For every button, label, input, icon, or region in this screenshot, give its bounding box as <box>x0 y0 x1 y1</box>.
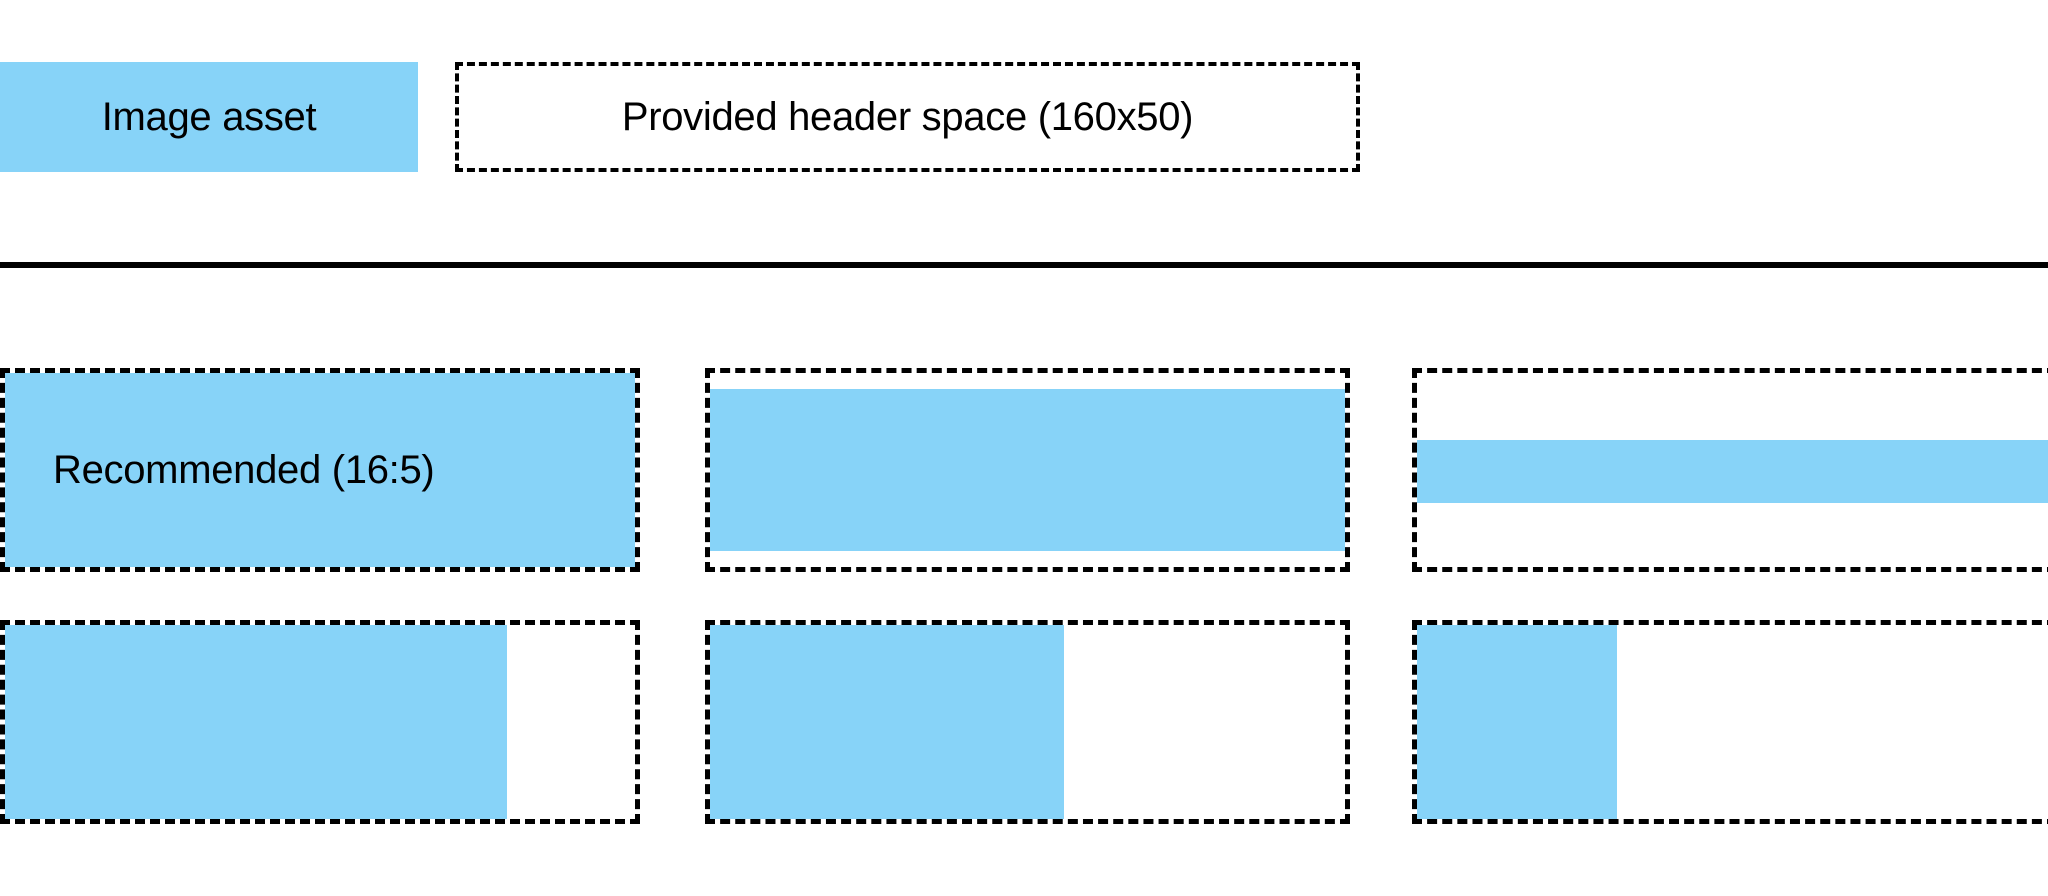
asset-fill-block <box>1417 625 1617 819</box>
width-fill-row <box>0 620 2048 824</box>
ratio-example-cell-1: Recommended (16:5) <box>0 368 640 572</box>
asset-fill-block <box>1417 440 2048 503</box>
asset-fill-block <box>710 389 1345 551</box>
asset-fill-block <box>710 625 1064 819</box>
width-example-cell-1 <box>0 620 640 824</box>
ratio-example-cell-2 <box>705 368 1350 572</box>
recommended-ratio-row: Recommended (16:5) <box>0 368 2048 572</box>
provided-header-space-box: Provided header space (160x50) <box>455 62 1360 172</box>
image-asset-legend-label: Image asset <box>101 95 317 139</box>
asset-fill-block <box>5 625 507 819</box>
provided-header-space-label: Provided header space (160x50) <box>621 95 1194 139</box>
ratio-example-cell-3 <box>1412 368 2048 572</box>
section-divider <box>0 262 2048 268</box>
width-example-cell-2 <box>705 620 1350 824</box>
image-asset-legend-swatch: Image asset <box>0 62 418 172</box>
recommended-ratio-label: Recommended (16:5) <box>53 448 435 492</box>
legend-row: Image asset Provided header space (160x5… <box>0 62 2048 172</box>
width-example-cell-3 <box>1412 620 2048 824</box>
asset-fill-block <box>5 373 635 567</box>
